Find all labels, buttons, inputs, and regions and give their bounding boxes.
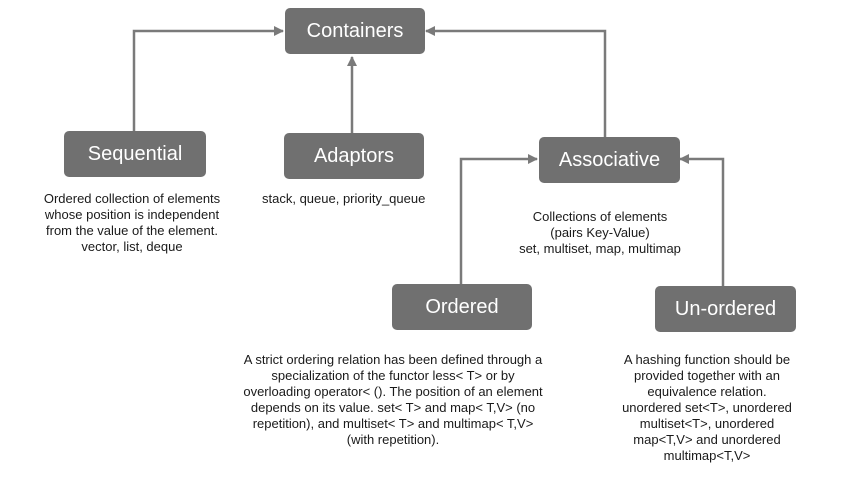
node-adaptors: Adaptors [284, 133, 424, 179]
connector-associative-to-containers [425, 26, 607, 137]
node-sequential: Sequential [64, 131, 206, 177]
description-sequential-line: from the value of the element. [46, 223, 218, 238]
description-unordered-line: unordered set<T>, unordered [622, 400, 792, 415]
description-unordered-line: provided together with an [634, 368, 780, 383]
node-ordered: Ordered [392, 284, 532, 330]
description-sequential: Ordered collection of elements whose pos… [22, 191, 242, 255]
description-adaptors: stack, queue, priority_queue [262, 191, 452, 207]
description-unordered-line: multiset<T>, unordered [639, 416, 775, 431]
description-ordered-line: repetition), and multiset< T> and multim… [252, 416, 534, 431]
node-containers: Containers [285, 8, 425, 54]
description-unordered-line: multimap<T,V> [663, 448, 751, 463]
description-unordered-line: equivalence relation. [647, 384, 767, 399]
description-associative-line: set, multiset, map, multimap [519, 241, 681, 256]
description-sequential-line: vector, list, deque [81, 239, 183, 254]
connector-ordered-to-associative [459, 154, 538, 285]
description-associative-line: Collections of elements [532, 209, 668, 224]
description-ordered-line: depends on its value. set< T> and map< T… [250, 400, 536, 415]
description-associative-line: (pairs Key-Value) [550, 225, 650, 240]
description-sequential-line: whose position is independent [44, 207, 220, 222]
node-unordered: Un-ordered [655, 286, 796, 332]
description-unordered: A hashing function should be provided to… [602, 352, 812, 464]
description-ordered-line: (with repetition). [346, 432, 440, 447]
connector-unordered-to-associative [679, 154, 725, 287]
description-ordered-line: overloading operator< (). The position o… [243, 384, 543, 399]
description-adaptors-line: stack, queue, priority_queue [262, 191, 426, 206]
description-sequential-line: Ordered collection of elements [43, 191, 221, 206]
description-ordered-line: A strict ordering relation has been defi… [243, 352, 543, 367]
connector-sequential-to-containers [132, 26, 284, 131]
description-associative: Collections of elements (pairs Key-Value… [490, 209, 710, 257]
description-unordered-line: A hashing function should be [623, 352, 791, 367]
description-ordered: A strict ordering relation has been defi… [218, 352, 568, 448]
node-associative: Associative [539, 137, 680, 183]
description-unordered-line: map<T,V> and unordered [633, 432, 781, 447]
description-ordered-line: specialization of the functor less< T> o… [271, 368, 515, 383]
